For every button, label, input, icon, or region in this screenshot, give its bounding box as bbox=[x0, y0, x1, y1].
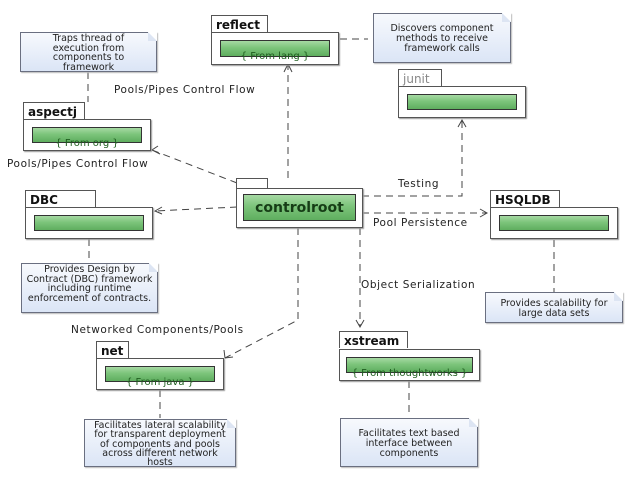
package-net[interactable]: net { From java } bbox=[96, 341, 224, 390]
package-hsqldb-name: HSQLDB bbox=[490, 190, 560, 207]
package-aspectj[interactable]: aspectj { From org } bbox=[23, 102, 151, 151]
package-controlroot-name: controlroot bbox=[243, 194, 356, 221]
package-net-source: { From java } bbox=[105, 366, 215, 388]
arrowhead-junit bbox=[457, 118, 467, 128]
label-xstream-relation: Object Serialization bbox=[361, 279, 476, 291]
package-junit-box bbox=[407, 94, 517, 110]
package-aspectj-source: { From org } bbox=[32, 127, 142, 149]
arrowhead-net bbox=[223, 349, 234, 359]
package-controlroot[interactable]: controlroot bbox=[236, 178, 363, 228]
label-aspectj-relation: Pools/Pipes Control Flow bbox=[7, 158, 149, 170]
package-reflect[interactable]: reflect { From lang } bbox=[211, 15, 339, 65]
package-controlroot-tab bbox=[236, 178, 268, 188]
note-aspectj-text: Traps thread of execution from component… bbox=[52, 33, 125, 73]
package-hsqldb[interactable]: HSQLDB bbox=[490, 190, 618, 239]
package-reflect-name: reflect bbox=[211, 15, 268, 32]
note-hsqldb: Provides scalability for large data sets bbox=[485, 292, 623, 323]
label-reflect-relation: Pools/Pipes Control Flow bbox=[114, 84, 256, 96]
package-xstream-name: xstream bbox=[339, 331, 408, 348]
package-reflect-source: { From lang } bbox=[220, 40, 330, 62]
note-reflect-text: Discovers component methods to receive f… bbox=[390, 23, 494, 54]
package-aspectj-name: aspectj bbox=[23, 102, 85, 119]
label-hsqldb-relation: Pool Persistence bbox=[373, 217, 468, 229]
note-net-text: Facilitates lateral scalability for tran… bbox=[94, 420, 226, 469]
arrowhead-xstream bbox=[355, 319, 365, 329]
edge-controlroot-net bbox=[224, 228, 299, 359]
arrowhead-dbc bbox=[153, 206, 163, 215]
package-dbc[interactable]: DBC bbox=[25, 190, 153, 239]
note-fold-icon bbox=[502, 13, 511, 22]
note-dbc-text: Provides Design by Contract (DBC) framew… bbox=[26, 264, 153, 304]
edge-controlroot-dbc bbox=[154, 206, 238, 212]
note-fold-icon bbox=[149, 263, 158, 272]
package-junit[interactable]: junit bbox=[398, 69, 526, 118]
package-hsqldb-box bbox=[499, 215, 609, 231]
package-junit-name: junit bbox=[398, 69, 442, 86]
note-dbc: Provides Design by Contract (DBC) framew… bbox=[21, 263, 158, 313]
note-fold-icon bbox=[227, 419, 236, 428]
edge-controlroot-aspectj bbox=[151, 149, 238, 184]
note-xstream: Facilitates text based interface between… bbox=[340, 418, 478, 467]
arrowhead-aspectj bbox=[151, 145, 161, 155]
note-reflect: Discovers component methods to receive f… bbox=[373, 13, 511, 63]
edge-controlroot-junit bbox=[362, 120, 463, 197]
label-net-relation: Networked Components/Pools bbox=[71, 324, 244, 336]
package-xstream[interactable]: xstream { From thoughtworks } bbox=[339, 331, 480, 381]
note-net: Facilitates lateral scalability for tran… bbox=[84, 419, 236, 467]
note-fold-icon bbox=[614, 292, 623, 301]
note-aspectj: Traps thread of execution from component… bbox=[20, 32, 157, 72]
note-fold-icon bbox=[148, 32, 157, 41]
arrowhead-hsqldb bbox=[479, 208, 489, 218]
label-junit-relation: Testing bbox=[398, 178, 440, 190]
note-fold-icon bbox=[469, 418, 478, 427]
note-hsqldb-text: Provides scalability for large data sets bbox=[500, 298, 608, 319]
package-dbc-name: DBC bbox=[25, 190, 96, 207]
package-dbc-box bbox=[34, 215, 144, 231]
note-xstream-text: Facilitates text based interface between… bbox=[358, 428, 460, 459]
package-xstream-source: { From thoughtworks } bbox=[346, 357, 473, 379]
package-net-name: net bbox=[96, 341, 129, 358]
